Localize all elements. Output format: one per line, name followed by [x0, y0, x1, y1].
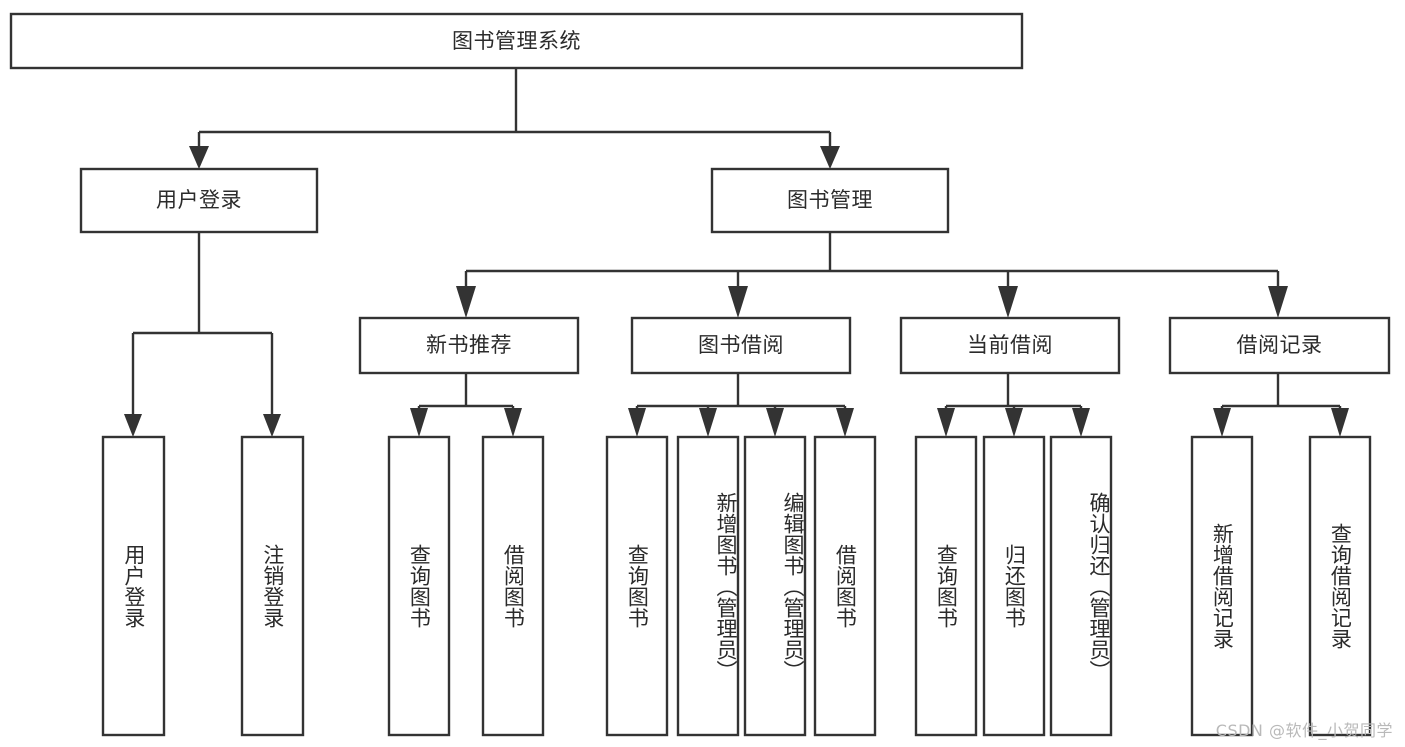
node-box-leaf-4[interactable]: [481, 435, 545, 737]
node-box-leaf-3[interactable]: [387, 435, 451, 737]
arrow-icon-leaf-8: [836, 408, 854, 437]
node-box-leaf-7[interactable]: [743, 435, 807, 737]
arrow-icon-borrow: [728, 286, 748, 318]
arrow-icon-leaf-10: [1005, 408, 1023, 437]
node-box-group: [9, 12, 1391, 737]
arrow-icon-leaf-13: [1331, 408, 1349, 437]
arrow-icon-leaf-1: [124, 414, 142, 437]
node-box-leaf-10[interactable]: [982, 435, 1046, 737]
arrow-icon-leaf-3: [410, 408, 428, 437]
arrow-icon-user-login: [189, 146, 209, 169]
arrow-icon-current: [998, 286, 1018, 318]
node-box-leaf-13[interactable]: [1308, 435, 1372, 737]
node-box-leaf-9[interactable]: [914, 435, 978, 737]
node-box-user-login[interactable]: [79, 167, 319, 234]
node-box-book-mgmt[interactable]: [710, 167, 950, 234]
node-box-leaf-1[interactable]: [101, 435, 166, 737]
node-box-leaf-11[interactable]: [1049, 435, 1113, 737]
arrow-icon-record: [1268, 286, 1288, 318]
arrow-icon-new-book: [456, 286, 476, 318]
node-box-new-book[interactable]: [358, 316, 580, 375]
arrow-icon-leaf-9: [937, 408, 955, 437]
arrow-icon-leaf-5: [628, 408, 646, 437]
arrow-icon-leaf-7: [766, 408, 784, 437]
node-box-record[interactable]: [1168, 316, 1391, 375]
node-box-leaf-5[interactable]: [605, 435, 669, 737]
node-box-borrow[interactable]: [630, 316, 852, 375]
arrow-icon-leaf-2: [263, 414, 281, 437]
node-box-root[interactable]: [9, 12, 1024, 70]
arrow-icon-leaf-12: [1213, 408, 1231, 437]
arrow-icon-book-mgmt: [820, 146, 840, 169]
arrow-icon-leaf-4: [504, 408, 522, 437]
node-box-leaf-12[interactable]: [1190, 435, 1254, 737]
arrow-icon-leaf-11: [1072, 408, 1090, 437]
node-box-current[interactable]: [899, 316, 1121, 375]
node-box-leaf-8[interactable]: [813, 435, 877, 737]
arrow-icon-leaf-6: [699, 408, 717, 437]
node-box-leaf-2[interactable]: [240, 435, 305, 737]
arrowhead-group: [124, 146, 1349, 437]
node-box-leaf-6[interactable]: [676, 435, 740, 737]
